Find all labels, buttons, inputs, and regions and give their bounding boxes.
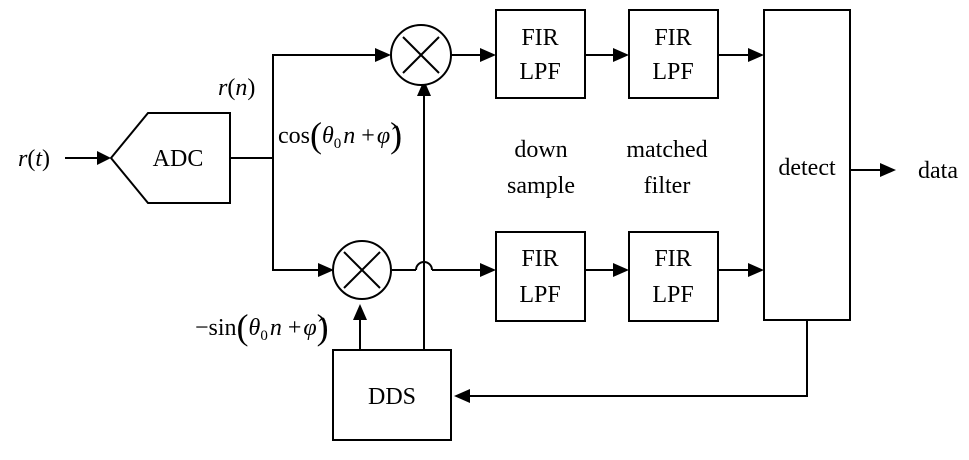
- detect-label: detect: [778, 155, 836, 181]
- downsample-caption: down sample: [507, 137, 575, 199]
- fir-lpf-downsample-top: FIR LPF: [495, 9, 586, 99]
- mixer-bottom: [332, 240, 392, 300]
- svg-text:LPF: LPF: [519, 59, 560, 85]
- signal-wires: [65, 54, 880, 397]
- input-signal-label: r(t): [18, 146, 50, 172]
- svg-text:filter: filter: [644, 173, 691, 199]
- matched-filter-caption: matched filter: [626, 137, 707, 199]
- svg-text:FIR: FIR: [654, 246, 691, 272]
- svg-text:LPF: LPF: [519, 282, 560, 308]
- svg-text:sample: sample: [507, 173, 575, 199]
- detect-block: detect: [763, 9, 851, 321]
- fir-lpf-downsample-bottom: FIR LPF: [495, 231, 586, 322]
- sampled-signal-label: r(n): [218, 75, 255, 101]
- fir-lpf-matched-bottom: FIR LPF: [628, 231, 719, 322]
- output-data-label: data: [918, 158, 958, 184]
- svg-text:matched: matched: [626, 137, 707, 163]
- svg-text:FIR: FIR: [654, 25, 691, 51]
- svg-text:FIR: FIR: [521, 246, 558, 272]
- arrowheads: [97, 48, 896, 403]
- adc-label: ADC: [153, 146, 204, 172]
- sin-lo-label: −sin(θ0n+φ̂): [195, 307, 329, 347]
- fir-lpf-matched-top: FIR LPF: [628, 9, 719, 99]
- dds-block: DDS: [332, 349, 452, 441]
- svg-text:LPF: LPF: [652, 282, 693, 308]
- svg-text:down: down: [514, 137, 567, 163]
- mixer-top: [390, 24, 452, 86]
- dds-label: DDS: [368, 384, 416, 410]
- cos-lo-label: cos(θ0n+φ̂): [278, 115, 402, 155]
- svg-text:FIR: FIR: [521, 25, 558, 51]
- adc-block: ADC: [109, 112, 231, 204]
- svg-text:LPF: LPF: [652, 59, 693, 85]
